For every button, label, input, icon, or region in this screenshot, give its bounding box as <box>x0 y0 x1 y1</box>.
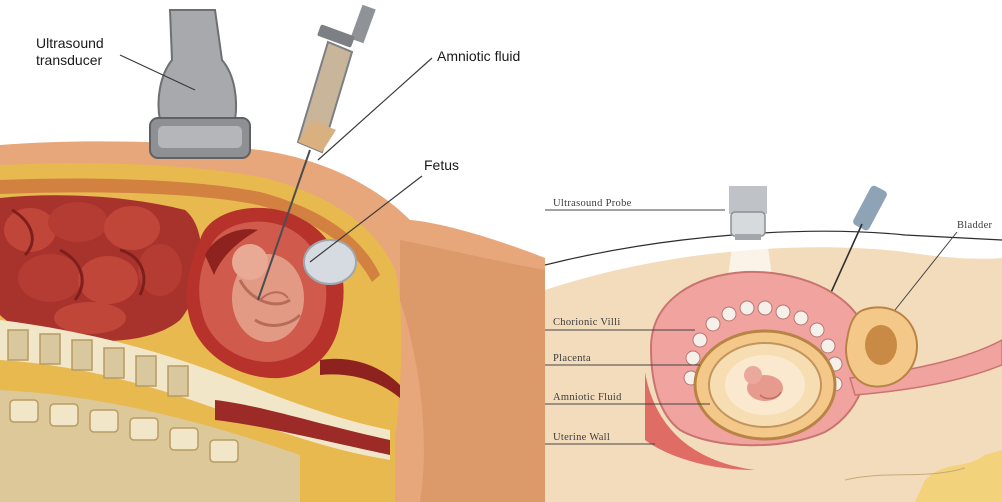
amniocentesis-illustration: Ultrasound transducer Amniotic fluid Fet… <box>0 0 545 502</box>
bladder <box>846 307 917 386</box>
label-ultrasound-transducer-line1: Ultrasound <box>36 35 104 51</box>
label-fetus: Fetus <box>424 157 459 173</box>
intestines <box>0 195 201 341</box>
ultrasound-probe <box>729 186 767 240</box>
label-placenta: Placenta <box>553 353 591 364</box>
amniocentesis-schematic: Ultrasound Probe Bladder Chorionic Villi… <box>545 0 1002 502</box>
label-amniotic-fluid: Amniotic fluid <box>437 48 520 64</box>
label-amniotic-fluid-right: Amniotic Fluid <box>553 392 622 403</box>
label-uterine-wall: Uterine Wall <box>553 432 610 443</box>
label-bladder: Bladder <box>957 220 993 231</box>
amniocentesis-sectional-drawing: Ultrasound transducer Amniotic fluid Fet… <box>0 0 545 502</box>
label-ultrasound-transducer-line2: transducer <box>36 52 102 68</box>
amniocentesis-schematic-drawing: Ultrasound Probe Bladder Chorionic Villi… <box>545 0 1002 502</box>
label-chorionic-villi: Chorionic Villi <box>553 317 621 328</box>
label-ultrasound-probe: Ultrasound Probe <box>553 198 632 209</box>
